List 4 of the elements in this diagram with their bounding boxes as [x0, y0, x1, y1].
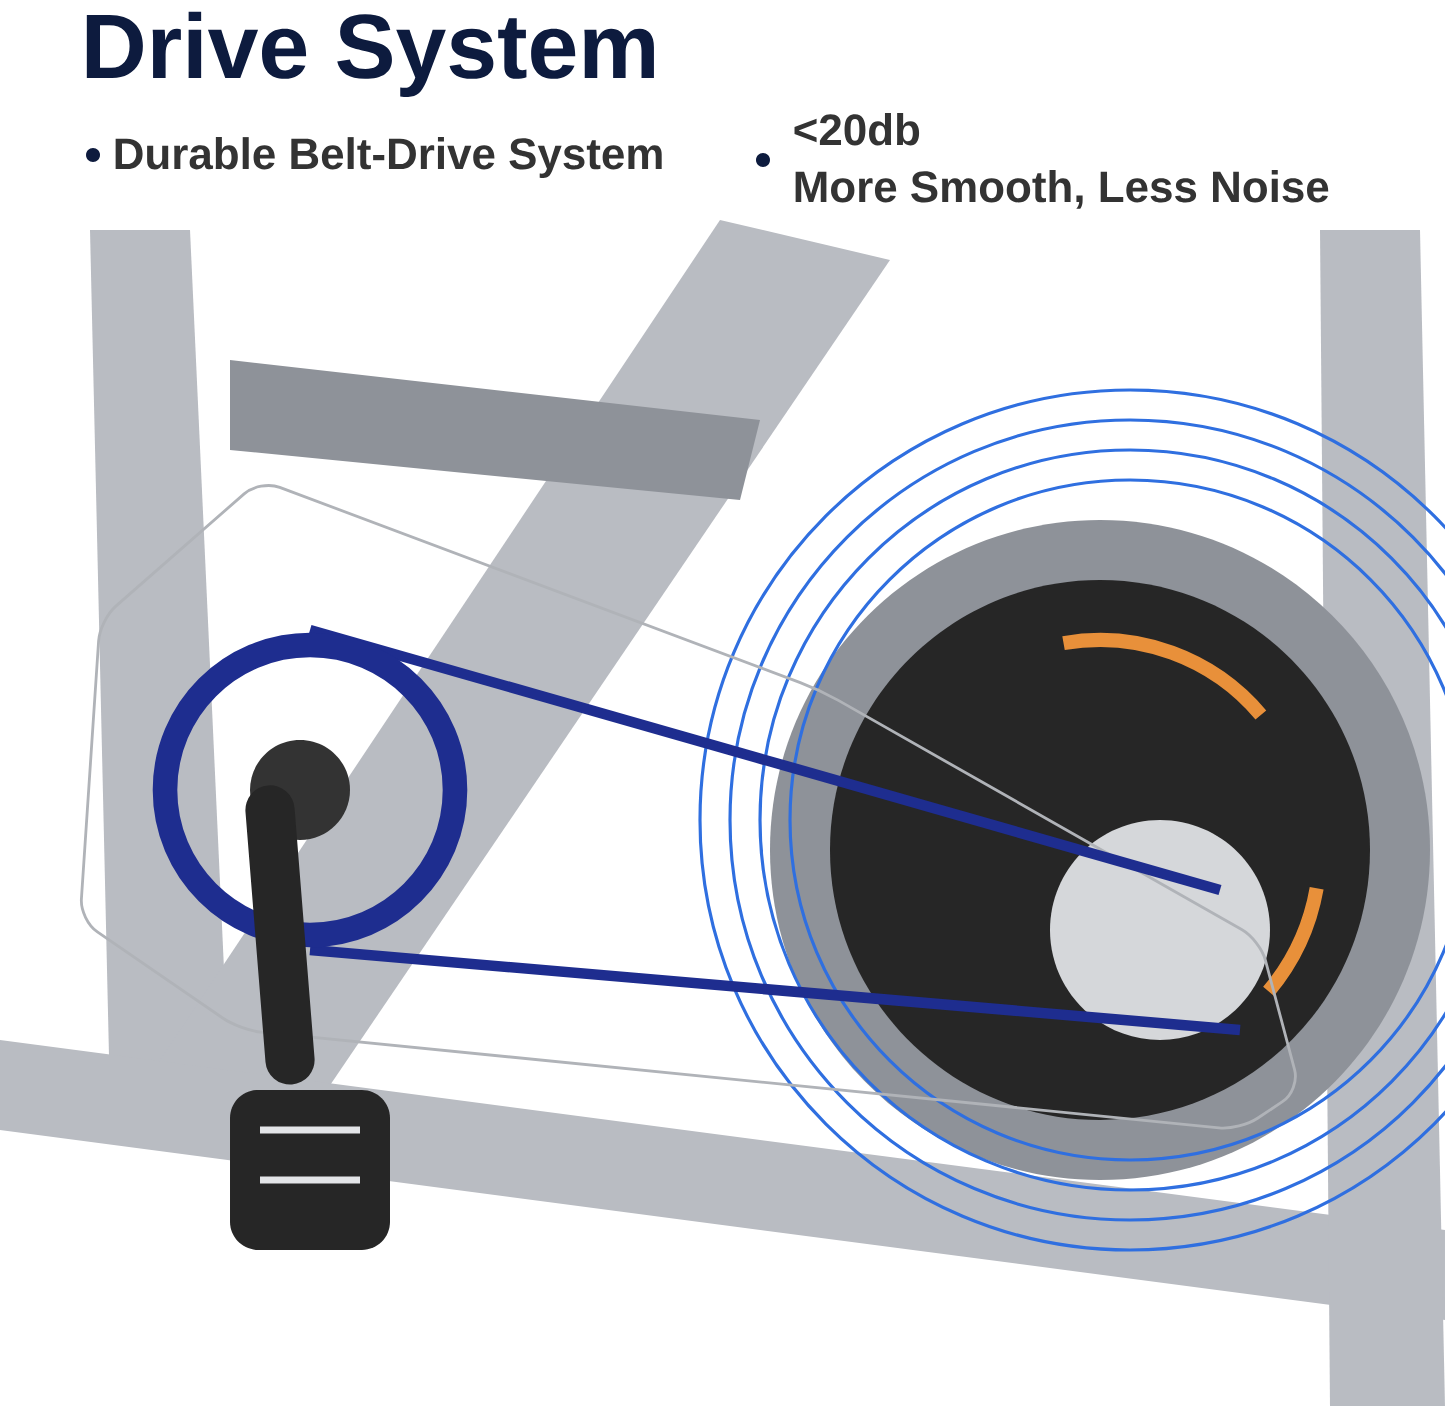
feature-text: More Smooth, Less Noise [795, 170, 1329, 209]
title: Drive System [86, 11, 654, 97]
feature-text: Durable Belt-Drive System [115, 137, 662, 179]
feature-text: <20db [794, 113, 920, 146]
